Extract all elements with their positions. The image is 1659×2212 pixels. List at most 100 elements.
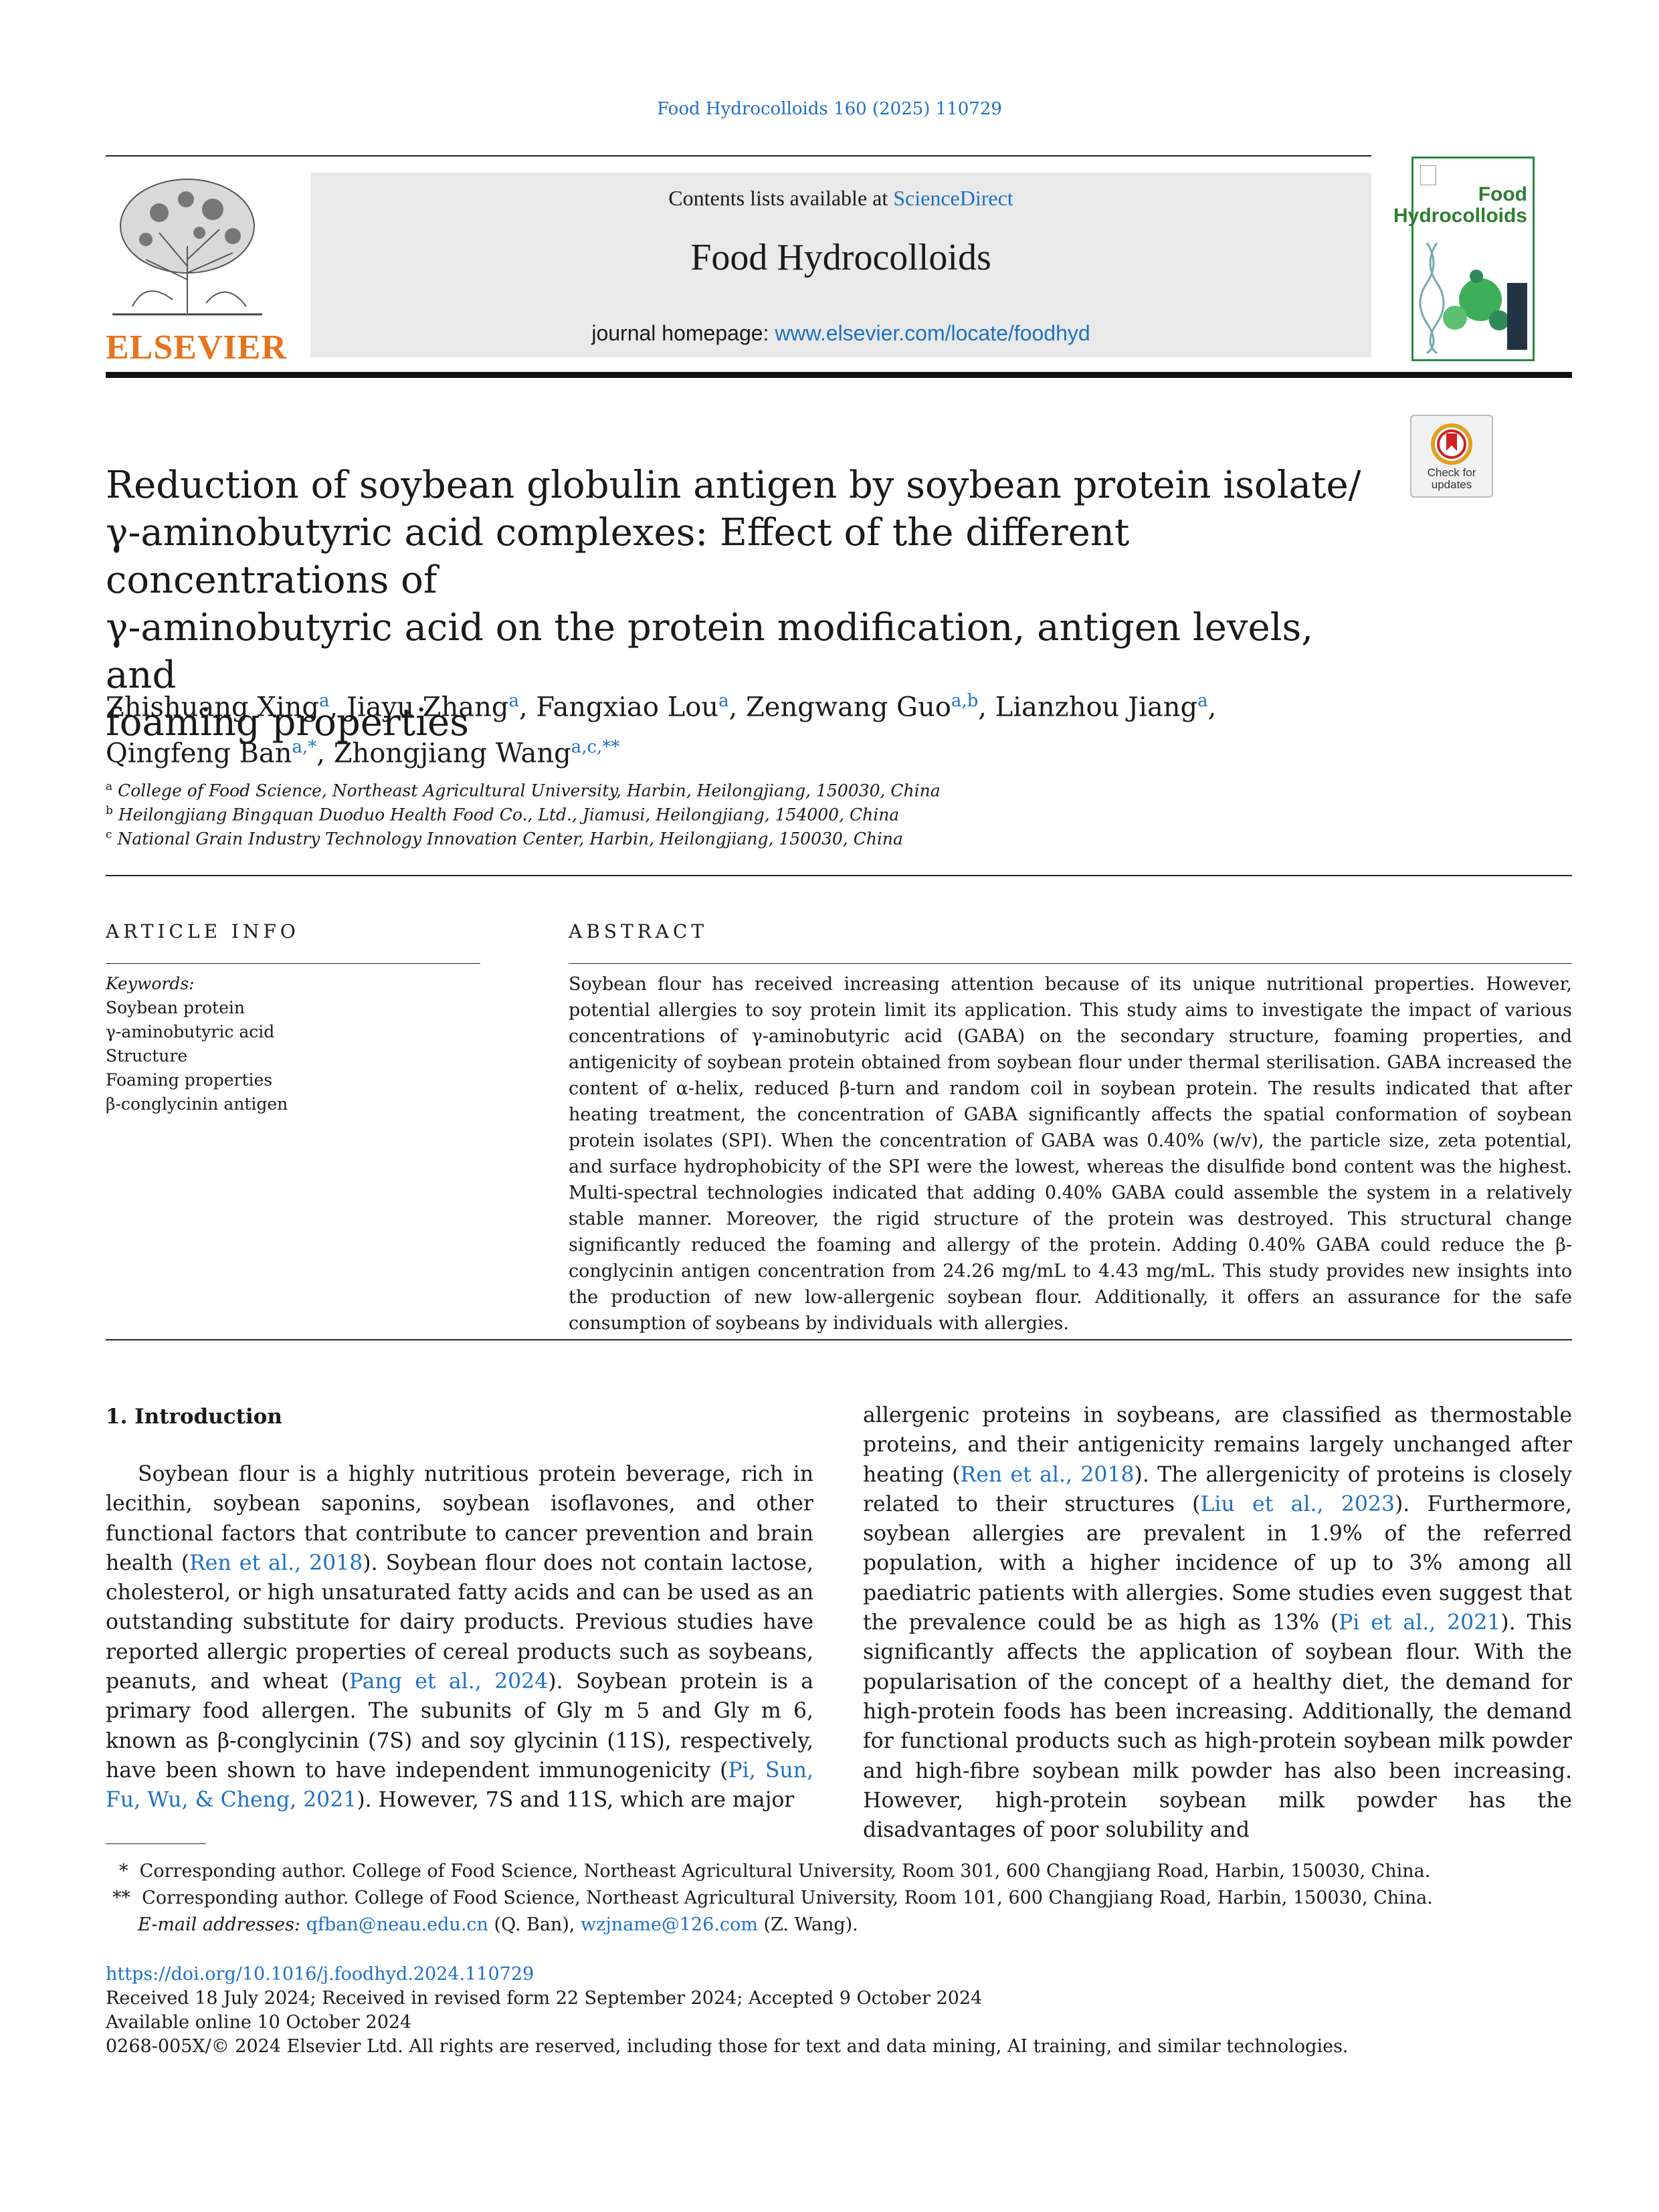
author-name[interactable]: Zhongjiang Wang [333,738,571,769]
affiliation: a College of Food Science, Northeast Agr… [106,780,941,800]
title-line: γ-aminobutyric acid complexes: Effect of… [106,511,1130,602]
copyright-line: 0268-005X/© 2024 Elsevier Ltd. All right… [106,2036,1349,2057]
author-separator: , [728,692,747,723]
intro-text: ). Soybean flour does not contain lactos… [106,1550,813,1694]
reference-link[interactable]: Pi et al., 2021 [1339,1611,1501,1635]
affiliation-bottom-rule [106,875,1572,876]
author-name[interactable]: Lianzhou Jiang [995,692,1198,723]
email-owner: (Z. Wang). [757,1914,858,1935]
author-affiliation-mark[interactable]: a [508,691,519,711]
intro-left-column: Soybean flour is a highly nutritious pro… [106,1460,813,1815]
section-heading-introduction: 1. Introduction [106,1405,282,1429]
author-name[interactable]: Fangxiao Lou [536,692,719,723]
author-separator: , [518,692,536,723]
affiliation-mark: c [106,828,112,841]
abstract-rule [569,963,1572,964]
header-top-rule [106,155,1371,157]
intro-text: ). The allergenicity of proteins is clos… [863,1462,1573,1516]
author-line: Qingfeng Bana,*, Zhongjiang Wanga,c,** [106,727,1377,773]
footnote-rule [106,1843,206,1844]
doi-link[interactable]: https://doi.org/10.1016/j.foodhyd.2024.1… [106,1964,534,1985]
author-list: Zhishuang Xinga, Jiayu Zhanga, Fangxiao … [106,681,1377,774]
footnote-mark: * [119,1861,128,1882]
homepage-line: journal homepage: www.elsevier.com/locat… [310,321,1371,346]
crossmark-label-line1: Check for [1427,466,1476,479]
author-affiliation-mark[interactable]: a [318,691,330,711]
author-name[interactable]: Qingfeng Ban [106,738,292,769]
sciencedirect-link[interactable]: ScienceDirect [893,186,1013,210]
article-history: Received 18 July 2024; Received in revis… [106,1988,983,2009]
cover-molecule-icon [1419,242,1527,355]
intro-text: ). Soybean protein is a primary food all… [106,1670,814,1783]
contents-prefix: Contents lists available at [668,186,894,210]
author-name[interactable]: Zhishuang Xing [106,692,319,723]
reference-link[interactable]: Pi, Sun, Fu, Wu, & Cheng, 2021 [106,1758,813,1813]
author-name[interactable]: Zengwang Guo [746,692,951,723]
keyword: Structure [106,1046,188,1066]
author-separator: , [329,692,347,723]
publisher-name: ELSEVIER [106,328,287,367]
title-line: Reduction of soybean globulin antigen by… [106,464,1361,507]
reference-link[interactable]: Liu et al., 2023 [1200,1492,1395,1516]
journal-citation[interactable]: Food Hydrocolloids 160 (2025) 110729 [0,99,1659,119]
contents-line: Contents lists available at ScienceDirec… [310,186,1371,211]
email-label: E-mail addresses: [138,1914,301,1935]
intro-text: ). However, 7S and 11S, which are major [357,1788,795,1813]
intro-text: ). Furthermore, soybean allergies are pr… [863,1492,1572,1635]
author-affiliation-mark[interactable]: a [1197,691,1208,711]
journal-cover[interactable]: Food Hydrocolloids [1393,157,1535,361]
affiliation-mark: b [106,804,113,817]
title-line: γ-aminobutyric acid on the protein modif… [106,606,1314,697]
affiliation-text: Heilongjiang Bingquan Duoduo Health Food… [118,805,900,825]
cover-title-line2: Hydrocolloids [1393,205,1527,227]
intro-text: allergenic proteins in soybeans, are cla… [863,1403,1572,1487]
homepage-prefix: journal homepage: [591,321,775,345]
email-link[interactable]: qfban@neau.edu.cn [306,1914,488,1935]
available-online: Available online 10 October 2024 [106,2012,412,2033]
check-for-updates-badge[interactable]: Check for updates [1410,415,1493,498]
journal-name: Food Hydrocolloids [690,237,991,278]
reference-link[interactable]: Ren et al., 2018 [960,1462,1135,1487]
journal-citation-link[interactable]: Food Hydrocolloids 160 (2025) 110729 [657,99,1002,119]
cover-mini-logo-icon [1420,165,1436,185]
email-link[interactable]: wzjname@126.com [581,1914,758,1935]
author-line: Zhishuang Xinga, Jiayu Zhanga, Fangxiao … [106,681,1377,727]
article-info-rule [106,963,480,964]
cover-title-line1: Food [1478,183,1527,205]
footnote-text: Corresponding author. College of Food Sc… [142,1888,1433,1908]
affiliation-text: College of Food Science, Northeast Agric… [118,781,941,801]
author-affiliation-mark[interactable]: a,c,** [571,737,620,758]
intro-text: ). This significantly affects the applic… [863,1611,1572,1843]
footnote-corresponding-2: ** Corresponding author. College of Food… [112,1888,1433,1908]
author-separator: , [978,692,995,723]
keyword: β-conglycinin antigen [106,1094,288,1114]
title-line: foaming properties [106,701,469,744]
reference-link[interactable]: Ren et al., 2018 [189,1550,363,1575]
header-thick-rule [106,372,1572,378]
cover-title: Food Hydrocolloids [1393,184,1527,227]
publisher-logo[interactable] [106,173,269,357]
intro-right-column: allergenic proteins in soybeans, are cla… [863,1401,1572,1845]
article-title: Reduction of soybean globulin antigen by… [106,462,1377,746]
footnote-corresponding-1: * Corresponding author. College of Food … [119,1861,1430,1882]
author-affiliation-mark[interactable]: a,b [951,691,979,711]
crossmark-icon [1431,423,1472,465]
keyword: Foaming properties [106,1070,273,1090]
author-affiliation-mark[interactable]: a [718,691,729,711]
footnote-mark: ** [112,1888,130,1908]
crossmark-label: Check for updates [1411,467,1492,491]
affiliation: c National Grain Industry Technology Inn… [106,828,903,848]
author-name[interactable]: Jiayu Zhang [346,692,509,723]
homepage-link[interactable]: www.elsevier.com/locate/foodhyd [775,321,1090,345]
crossmark-label-line2: updates [1431,478,1472,491]
author-affiliation-mark[interactable]: a,* [292,737,317,758]
author-separator: , [1207,692,1217,723]
affiliation-mark: a [106,780,113,793]
keyword: Soybean protein [106,998,245,1017]
intro-text: Soybean flour is a highly nutritious pro… [106,1462,813,1575]
abstract-text: Soybean flour has received increasing at… [569,974,1572,1334]
reference-link[interactable]: Pang et al., 2024 [349,1670,549,1694]
doi-line[interactable]: https://doi.org/10.1016/j.foodhyd.2024.1… [106,1964,534,1985]
journal-banner: Contents lists available at ScienceDirec… [310,173,1371,357]
author-separator: , [316,738,334,769]
